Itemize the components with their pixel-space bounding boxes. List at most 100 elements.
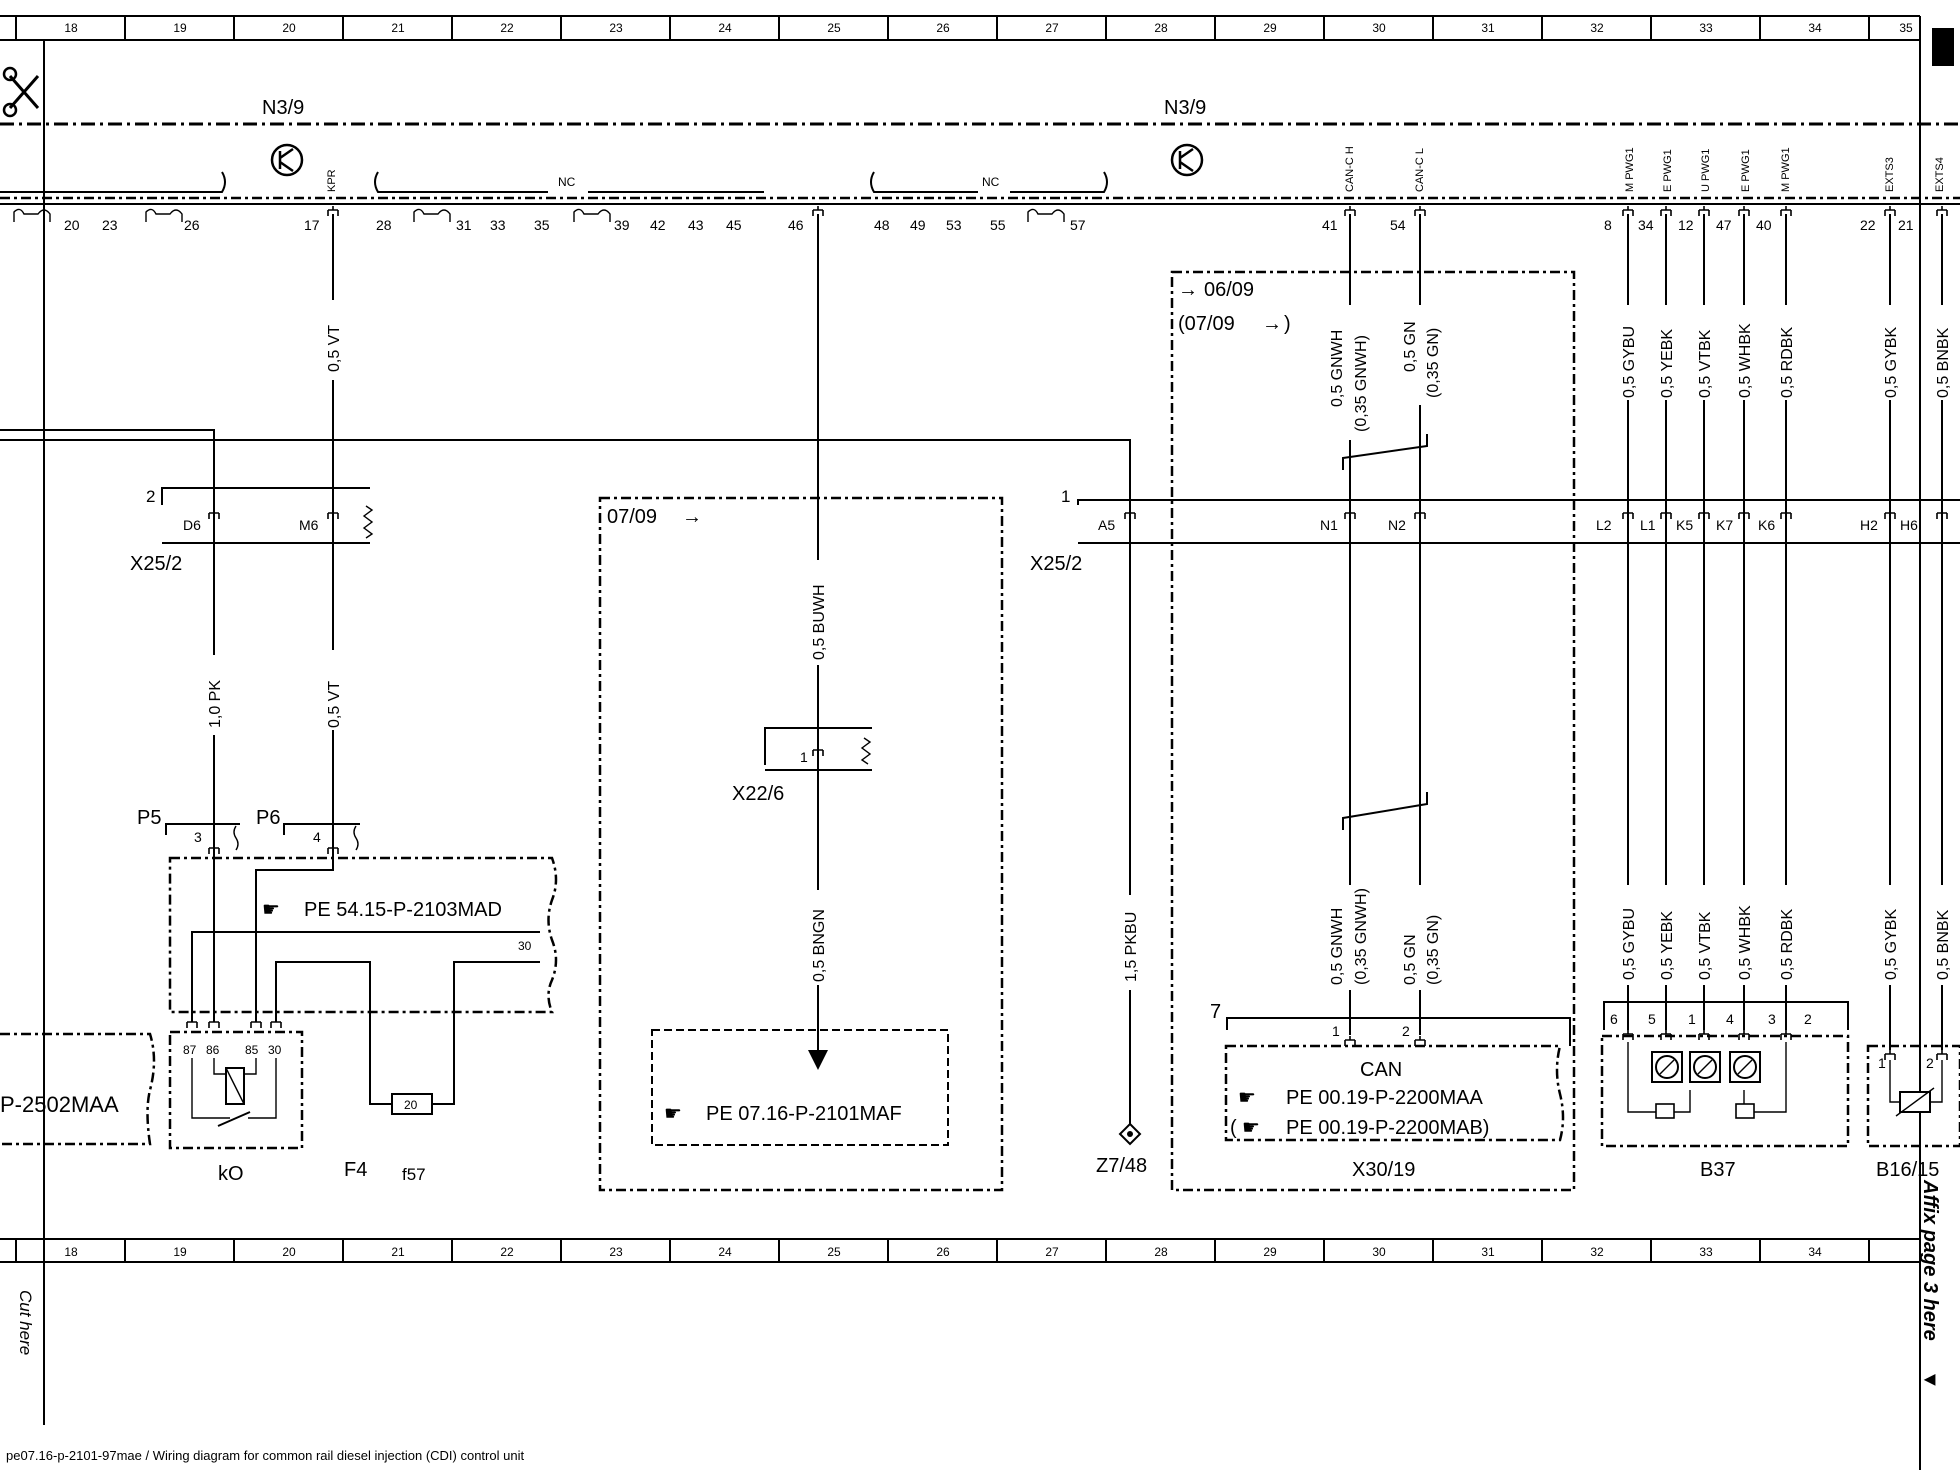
svg-text:B37: B37 [1700, 1159, 1736, 1181]
svg-text:20: 20 [64, 217, 80, 233]
svg-text:(0,35 GN): (0,35 GN) [1425, 328, 1442, 398]
svg-text:(: ( [1230, 1117, 1237, 1139]
svg-text:29: 29 [1263, 1245, 1277, 1259]
svg-text:0,5 VT: 0,5 VT [326, 325, 343, 372]
svg-text:54: 54 [1390, 217, 1406, 233]
svg-text:35: 35 [1899, 21, 1913, 35]
svg-text:32: 32 [1590, 1245, 1604, 1259]
svg-text:☛: ☛ [1242, 1117, 1260, 1139]
pin-bar [0, 196, 1960, 205]
svg-text:43: 43 [688, 217, 704, 233]
svg-text:5: 5 [1648, 1011, 1656, 1027]
svg-text:28: 28 [1154, 21, 1168, 35]
svg-text:4: 4 [313, 829, 321, 845]
svg-text:31: 31 [456, 217, 472, 233]
svg-text:19: 19 [173, 1245, 187, 1259]
svg-text:17: 17 [304, 217, 320, 233]
svg-text:f57: f57 [402, 1165, 426, 1184]
svg-text:(0,35 GNWH): (0,35 GNWH) [1353, 335, 1370, 432]
svg-text:26: 26 [184, 217, 200, 233]
svg-text:86: 86 [206, 1043, 220, 1057]
svg-text:0,5 RDBK: 0,5 RDBK [1779, 909, 1796, 980]
svg-text:21: 21 [391, 1245, 405, 1259]
svg-text:0,5 GYBU: 0,5 GYBU [1621, 908, 1638, 980]
svg-text:3: 3 [194, 829, 202, 845]
connector-x25-right: 1 A5 N1 N2 L2 L1 K5 K7 K6 H2 H6 X25/2 [1030, 487, 1960, 575]
svg-text:30: 30 [518, 939, 532, 953]
svg-text:0,5 BNBK: 0,5 BNBK [1935, 909, 1952, 980]
svg-text:0,5 VT: 0,5 VT [326, 681, 343, 728]
ref-box-mid: ☛ PE 07.16-P-2101MAF [651, 1029, 949, 1146]
svg-text:EXTS4: EXTS4 [1934, 157, 1946, 192]
wire-label-gaps [200, 305, 1955, 990]
svg-text:L1: L1 [1640, 517, 1656, 533]
svg-text:4: 4 [1726, 1011, 1734, 1027]
svg-text:P5: P5 [137, 807, 161, 829]
jumper-symbols [13, 208, 1065, 222]
svg-text:0,5 GN: 0,5 GN [1402, 934, 1419, 985]
svg-text:30: 30 [1372, 21, 1386, 35]
svg-text:18: 18 [64, 21, 78, 35]
svg-text:29: 29 [1263, 21, 1277, 35]
svg-text:57: 57 [1070, 217, 1086, 233]
svg-text:23: 23 [609, 21, 623, 35]
svg-text:K5: K5 [1676, 517, 1693, 533]
svg-text:A5: A5 [1098, 517, 1115, 533]
ground-point: Z7/48 [1096, 1122, 1147, 1177]
svg-text:31: 31 [1481, 21, 1495, 35]
svg-text:X25/2: X25/2 [130, 553, 182, 575]
svg-text:0,5 VTBK: 0,5 VTBK [1697, 911, 1714, 980]
potentiometer-icon [1729, 1051, 1761, 1083]
svg-text:☛: ☛ [1238, 1087, 1256, 1109]
svg-text:33: 33 [1699, 21, 1713, 35]
svg-text:22: 22 [500, 21, 514, 35]
svg-text:25: 25 [827, 21, 841, 35]
svg-text:K7: K7 [1716, 517, 1733, 533]
range-region-0709: 07/09 → [598, 496, 1004, 1192]
bottom-grid-strip [0, 1238, 1920, 1263]
svg-text:0,5 VTBK: 0,5 VTBK [1697, 329, 1714, 398]
svg-text:Affix page 3 here: Affix page 3 here [1919, 1179, 1941, 1341]
svg-text:0,5 GN: 0,5 GN [1402, 321, 1419, 372]
svg-text:1: 1 [800, 749, 808, 765]
svg-text:34: 34 [1808, 21, 1822, 35]
svg-text:(0,35 GNWH): (0,35 GNWH) [1353, 888, 1370, 985]
svg-text:28: 28 [376, 217, 392, 233]
svg-text:2: 2 [1402, 1023, 1410, 1039]
svg-text:24: 24 [718, 1245, 732, 1259]
svg-text:39: 39 [614, 217, 630, 233]
svg-text:kO: kO [218, 1163, 244, 1185]
sensor-b37: 6 5 1 4 3 2 B37 [1600, 1001, 1850, 1181]
svg-text:EXTS3: EXTS3 [1884, 157, 1896, 192]
svg-text:X25/2: X25/2 [1030, 553, 1082, 575]
module-label-left: N3/9 [262, 97, 304, 119]
svg-text:1: 1 [1332, 1023, 1340, 1039]
svg-text:49: 49 [910, 217, 926, 233]
svg-text:18: 18 [64, 1245, 78, 1259]
top-grid-strip [0, 15, 1920, 41]
svg-text:23: 23 [609, 1245, 623, 1259]
connector-x22: 1 X22/6 [732, 727, 872, 805]
svg-text:M PWG1: M PWG1 [1624, 147, 1636, 192]
svg-text:06/09: 06/09 [1204, 279, 1254, 301]
potentiometer-icon [1689, 1051, 1721, 1083]
svg-text:E PWG1: E PWG1 [1740, 149, 1752, 192]
can-connector-x30: 7 1 2 CAN ☛ PE 00.19-P-2200MAA ( ☛ PE 00… [1210, 1001, 1571, 1181]
svg-text:☛: ☛ [262, 899, 280, 921]
svg-text:20: 20 [282, 1245, 296, 1259]
svg-text:1: 1 [1878, 1055, 1886, 1071]
module-label-right: N3/9 [1164, 97, 1206, 119]
svg-text:CAN-C L: CAN-C L [1414, 148, 1426, 192]
svg-text:X22/6: X22/6 [732, 783, 784, 805]
svg-text:48: 48 [874, 217, 890, 233]
svg-text:0,5 GYBK: 0,5 GYBK [1883, 327, 1900, 398]
svg-text:21: 21 [391, 21, 405, 35]
svg-text:34: 34 [1808, 1245, 1822, 1259]
svg-text:→: → [682, 506, 702, 528]
grid-columns-bottom: 18 19 20 21 22 23 24 25 26 27 28 29 30 3… [64, 1245, 1822, 1259]
svg-text:87: 87 [183, 1043, 197, 1057]
relay-area: P5 P6 3 4 ☛ PE 54.15-P-2103MAD 30 20 87 … [137, 807, 558, 1185]
svg-text:→: → [1178, 279, 1198, 301]
svg-text:): ) [1284, 313, 1291, 335]
scissors-icon [2, 66, 40, 118]
